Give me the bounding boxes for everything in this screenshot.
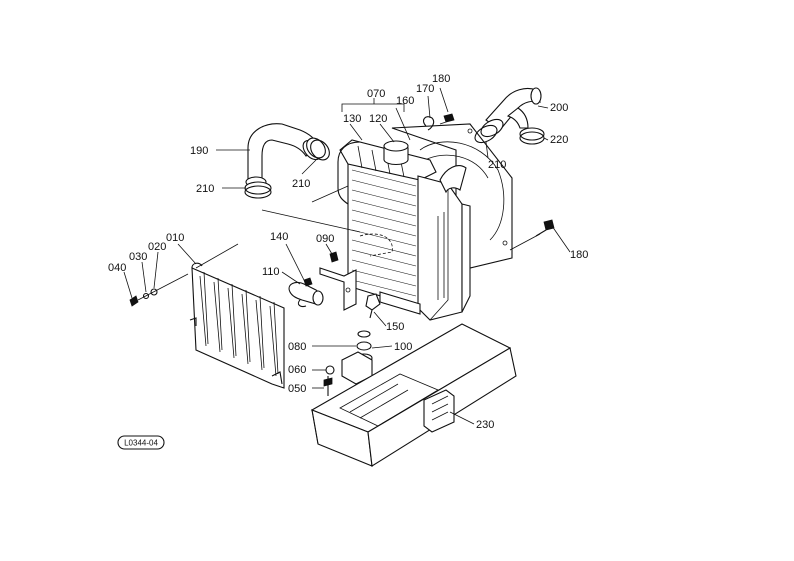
callout-070: 100 xyxy=(394,341,412,353)
callout-150: 150 xyxy=(386,321,404,333)
leader-lines xyxy=(123,87,571,425)
callout-140: 140 xyxy=(270,231,288,243)
callout-120: 120 xyxy=(369,113,387,125)
callout-170: 170 xyxy=(416,83,434,95)
callout-100: 070 xyxy=(367,88,385,100)
callout-230: 230 xyxy=(476,419,494,431)
callout-040: 040 xyxy=(108,262,126,274)
callout-180-top: 180 xyxy=(432,73,450,85)
bolt xyxy=(443,113,455,123)
drain-cock xyxy=(365,293,381,311)
radiator-assembly xyxy=(339,123,513,321)
callout-180-right: 180 xyxy=(570,249,588,261)
callout-010: 010 xyxy=(166,232,184,244)
drawing-reference-badge: L0344-04 xyxy=(117,435,165,450)
badge-label: L0344-04 xyxy=(124,439,158,448)
wing-nut xyxy=(129,295,139,307)
callout-130: 130 xyxy=(343,113,361,125)
side-tank xyxy=(417,175,463,321)
callout-020: 020 xyxy=(148,241,166,253)
mount-stack xyxy=(323,330,373,396)
callout-090: 090 xyxy=(316,233,334,245)
callout-210-mid: 210 xyxy=(292,178,310,190)
callout-210-right: 210 xyxy=(488,159,506,171)
drain-clip xyxy=(423,116,435,131)
radiator-screen xyxy=(189,243,285,389)
callout-080: 080 xyxy=(288,341,306,353)
hose-clamp xyxy=(519,127,545,141)
callout-labels: 070 130 120 160 170 180 200 220 190 210 … xyxy=(108,73,588,431)
overflow-pipe xyxy=(337,141,361,205)
callout-030: 030 xyxy=(129,251,147,263)
callout-200: 200 xyxy=(550,102,568,114)
callout-190: 190 xyxy=(190,145,208,157)
callout-050: 050 xyxy=(288,383,306,395)
mounting-frame xyxy=(310,323,517,467)
mount-bracket xyxy=(319,267,357,311)
callout-110: 110 xyxy=(262,266,280,278)
bolt-right xyxy=(535,219,555,237)
callout-160: 160 xyxy=(396,95,414,107)
callout-060: 060 xyxy=(288,364,306,376)
callout-210-left: 210 xyxy=(196,183,214,195)
callout-220: 220 xyxy=(550,134,568,146)
